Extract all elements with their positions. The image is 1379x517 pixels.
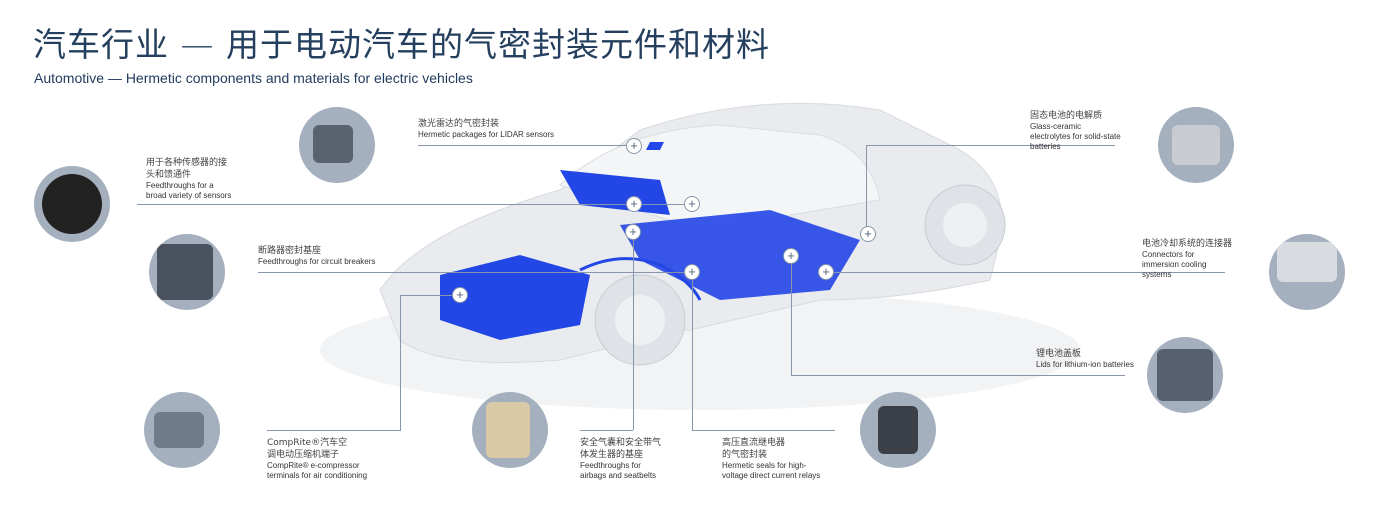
leader-line-lidar [418,145,640,146]
callout-cooling-en: Connectors for immersion cooling systems [1142,250,1207,279]
leader-line-solidstate [866,145,1115,146]
callout-comprite-zh: CompRite®汽车空调电动压缩机端子 [267,438,348,460]
hotspot-breakers[interactable]: + [684,264,700,280]
solid-state-battery-image [1158,107,1234,183]
front-battery-block [440,255,590,340]
hotspot-lithium[interactable]: + [783,248,799,264]
leader-line-relay [692,430,835,431]
callout-solidstate-en: Glass-ceramic electrolytes for solid-sta… [1030,122,1121,151]
leader-line-comprite-v [400,295,401,430]
e-compressor-image [144,392,220,468]
callout-airbag-en: Feedthroughs for airbags and seatbelts [580,461,657,480]
callout-solidstate-zh: 固态电池的电解质 [1030,111,1103,121]
relay-image [860,392,936,468]
leader-line-lithium-v [791,256,792,375]
leader-line-solidstate-v [866,145,867,234]
hotspot-sensors-2[interactable]: + [684,196,700,212]
front-wheel-hub [615,295,665,345]
page-title: 汽车行业 — 用于电动汽车的气密封装元件和材料 [33,25,770,64]
callout-lidar-en: Hermetic packages for LIDAR sensors [418,130,555,139]
leader-line-airbag [580,430,633,431]
lidar-package-image [299,107,375,183]
wiring [579,257,702,301]
leader-line-comprite [267,430,401,431]
leader-line-breakers [258,272,692,273]
circuit-breaker-image [149,234,225,310]
callout-sensors-zh: 用于各种传感器的接头和馈通件 [146,158,228,180]
callout-sensors-en: Feedthroughs for a broad variety of sens… [146,181,232,200]
leader-line-comprite-h2 [400,295,460,296]
lithium-battery-image [1147,337,1223,413]
callout-breakers-zh: 断路器密封基座 [258,246,322,256]
leader-line-relay-v [692,272,693,430]
hotspot-airbag[interactable]: + [625,224,641,240]
airbag-image [472,392,548,468]
rear-wheel-hub [943,203,987,247]
lidar-unit [646,142,664,150]
leader-line-airbag-v [633,232,634,430]
callout-airbag-zh: 安全气囊和安全带气体发生器的基座 [580,438,662,460]
sensor-gauge-image [34,166,110,242]
hotspot-sensors[interactable]: + [626,196,642,212]
hotspot-solidstate[interactable]: + [860,226,876,242]
callout-breakers-en: Feedthroughs for circuit breakers [258,257,376,266]
seat-block [560,170,670,215]
hotspot-lidar[interactable]: + [626,138,642,154]
hotspot-comprite[interactable]: + [452,287,468,303]
callout-lithium-zh: 锂电池盖板 [1036,349,1082,359]
hotspot-cooling[interactable]: + [818,264,834,280]
page-subtitle: Automotive — Hermetic components and mat… [34,70,473,86]
cooling-connector-image [1269,234,1345,310]
leader-line-lithium [791,375,1125,376]
callout-comprite-en: CompRite® e-compressor terminals for air… [267,461,368,480]
callout-relay-en: Hermetic seals for high-voltage direct c… [722,461,821,480]
leader-line-cooling [826,272,1225,273]
callout-lithium-en: Lids for lithium-ion batteries [1036,360,1134,369]
callout-relay-zh: 高压直流继电器的气密封装 [722,438,786,460]
leader-line-sensors [137,204,692,205]
callout-cooling-zh: 电池冷却系统的连接器 [1142,239,1233,249]
callout-lidar-zh: 激光雷达的气密封装 [418,119,500,129]
